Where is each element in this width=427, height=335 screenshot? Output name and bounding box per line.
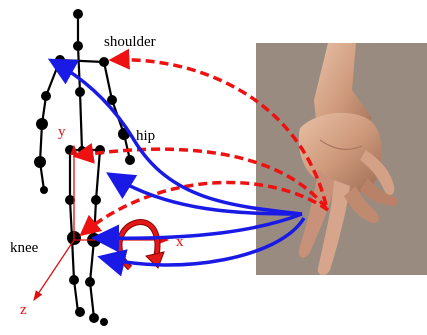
hip-label: hip <box>136 128 155 144</box>
z-axis-label: z <box>20 302 27 318</box>
shoulder-label: shoulder <box>104 34 156 50</box>
y-axis-label: y <box>58 124 66 140</box>
skeleton-figure <box>40 16 130 318</box>
z-axis <box>34 240 74 300</box>
x-axis-label: x <box>176 234 184 250</box>
skeleton-joints <box>34 9 135 326</box>
knee-label: knee <box>10 240 39 256</box>
